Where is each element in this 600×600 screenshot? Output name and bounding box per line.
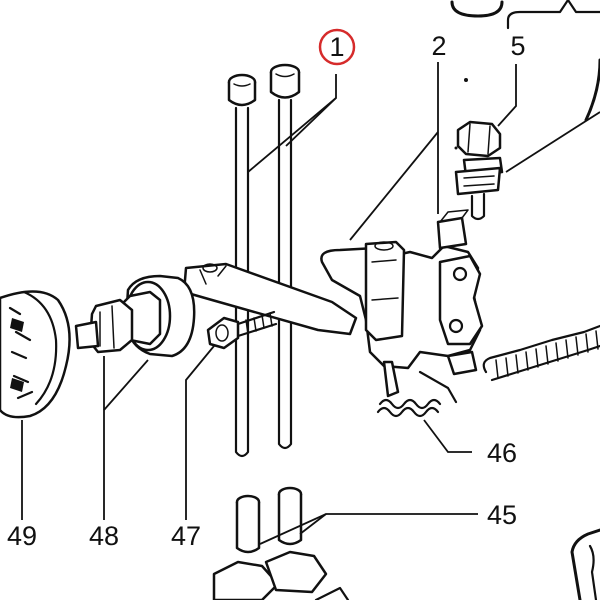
callout-labels: 1 2 5 46 45 47 48 49 bbox=[7, 28, 526, 551]
sleeve-assembly bbox=[74, 274, 196, 358]
callout-45: 45 bbox=[487, 500, 517, 530]
pulley-wheel bbox=[0, 290, 71, 419]
callout-2: 2 bbox=[431, 31, 446, 61]
leader-lines bbox=[21, 62, 600, 545]
bottom-right-fragment bbox=[570, 528, 600, 600]
highlight-circle bbox=[318, 28, 356, 66]
callout-47: 47 bbox=[171, 521, 201, 551]
lifter-pair bbox=[212, 486, 350, 600]
valve-spring bbox=[482, 324, 600, 382]
callout-49: 49 bbox=[7, 521, 37, 551]
push-rods bbox=[227, 63, 301, 458]
rocker-assembly bbox=[182, 209, 484, 418]
adjusting-bolt bbox=[454, 120, 504, 221]
callout-48: 48 bbox=[89, 521, 119, 551]
callout-1: 1 bbox=[329, 32, 344, 62]
callout-46: 46 bbox=[487, 438, 517, 468]
top-right-fragment bbox=[450, 0, 600, 150]
callout-5: 5 bbox=[510, 31, 525, 61]
hex-bolt bbox=[206, 310, 278, 350]
